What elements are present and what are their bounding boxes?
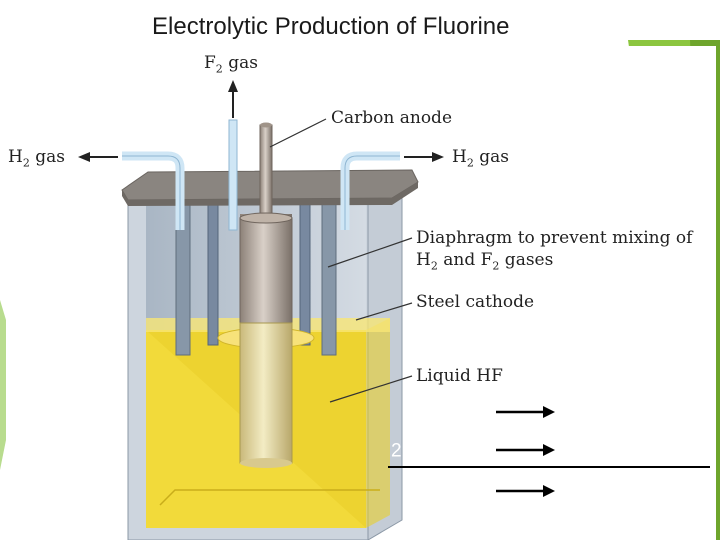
- label-h2-gas-right: H2 gas: [452, 147, 509, 170]
- slide-title: Electrolytic Production of Fluorine: [152, 13, 510, 40]
- leader-carbon-anode: [269, 118, 327, 148]
- green-accent-left: [0, 300, 6, 470]
- equation-2-reactant: 2H+ + 2e-: [391, 438, 470, 462]
- equation-2-product: H2 (g): [558, 438, 608, 462]
- label-h2-gas-left: H2 gas: [8, 147, 65, 170]
- anode-submerged: [239, 322, 293, 464]
- diaphragm-right: [299, 199, 311, 346]
- equation-1-reactant: 2F-: [456, 400, 483, 424]
- label-diaphragm-line2: H2 and F2 gases: [416, 250, 554, 273]
- equation-1-product: F2 (g) + 2e-: [558, 400, 653, 427]
- label-f2-gas: F2 gas: [204, 53, 258, 76]
- equation-3-product: H2 (g) + F2 (g): [558, 479, 677, 503]
- diaphragm-left: [207, 199, 219, 346]
- leader-liquid-hf: [329, 375, 413, 403]
- label-liquid-hf: Liquid HF: [416, 366, 503, 386]
- label-diaphragm: Diaphragm to prevent mixing of: [416, 228, 693, 248]
- steel-cathode-right: [321, 199, 337, 356]
- leader-steel-cathode: [355, 302, 413, 321]
- equation-3-reactant: 2HF: [445, 479, 481, 500]
- leader-diaphragm: [327, 237, 413, 268]
- f2-tube: [228, 119, 238, 231]
- label-steel-cathode: Steel cathode: [416, 292, 535, 312]
- anode-body: [239, 217, 293, 324]
- label-carbon-anode: Carbon anode: [331, 108, 453, 128]
- anode-rod: [259, 124, 273, 216]
